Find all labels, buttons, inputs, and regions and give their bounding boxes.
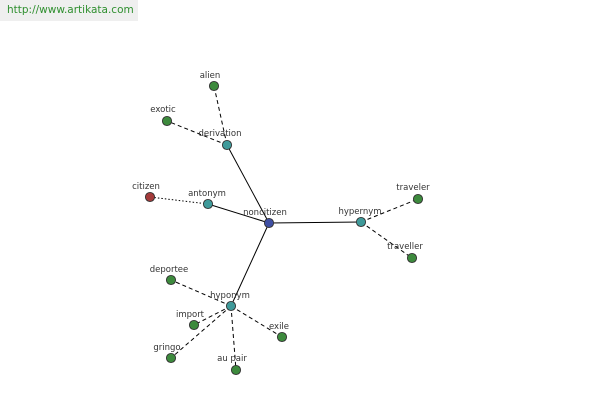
edge-antonym-citizen [149, 196, 209, 205]
leaf-label-traveler: traveler [396, 183, 430, 193]
graph-edges [149, 85, 419, 371]
relation-label-hyponym: hyponym [210, 291, 250, 301]
edge-center-derivation [226, 144, 270, 224]
leaf-node-citizen[interactable] [144, 191, 156, 203]
edge-hyponym-deportee [170, 279, 232, 307]
leaf-node-import[interactable] [188, 319, 200, 331]
center-node[interactable] [263, 217, 275, 229]
edge-center-hyponym [230, 222, 270, 307]
relation-label-derivation: derivation [198, 129, 241, 139]
center-label: noncitizen [243, 208, 287, 218]
relation-node-antonym[interactable] [202, 198, 214, 210]
relation-label-hypernym: hypernym [338, 207, 381, 217]
edge-hypernym-traveller [360, 221, 413, 259]
edge-derivation-exotic [166, 120, 228, 146]
leaf-label-alien: alien [200, 71, 221, 81]
relation-label-antonym: antonym [188, 189, 226, 199]
edge-center-hypernym [268, 221, 362, 224]
edge-hyponym-gringo [170, 305, 232, 359]
relation-node-hypernym[interactable] [355, 216, 367, 228]
edge-hyponym-au-pair [230, 305, 237, 371]
leaf-node-exotic[interactable] [161, 115, 173, 127]
leaf-node-au-pair[interactable] [230, 364, 242, 376]
leaf-label-traveller: traveller [387, 242, 423, 252]
leaf-node-exile[interactable] [276, 331, 288, 343]
leaf-node-deportee[interactable] [165, 274, 177, 286]
edge-derivation-alien [213, 85, 228, 146]
leaf-node-gringo[interactable] [165, 352, 177, 364]
edge-hyponym-exile [230, 305, 283, 338]
leaf-label-exile: exile [269, 322, 289, 332]
source-url-banner[interactable]: http://www.artikata.com [0, 0, 138, 21]
leaf-label-import: import [176, 310, 205, 320]
leaf-label-deportee: deportee [150, 265, 189, 275]
leaf-node-traveler[interactable] [412, 193, 424, 205]
leaf-label-au-pair: au pair [217, 354, 247, 364]
relation-node-derivation[interactable] [221, 139, 233, 151]
leaf-node-alien[interactable] [208, 80, 220, 92]
graph-nodes [144, 80, 424, 376]
leaf-label-exotic: exotic [150, 105, 176, 115]
edge-center-antonym [207, 203, 270, 224]
edge-hypernym-traveler [360, 198, 419, 223]
leaf-label-gringo: gringo [153, 343, 180, 353]
relation-node-hyponym[interactable] [225, 300, 237, 312]
leaf-node-traveller[interactable] [406, 252, 418, 264]
graph-labels: alien exotic derivation citizen antonym trave… [132, 71, 430, 364]
leaf-label-citizen: citizen [132, 182, 160, 192]
